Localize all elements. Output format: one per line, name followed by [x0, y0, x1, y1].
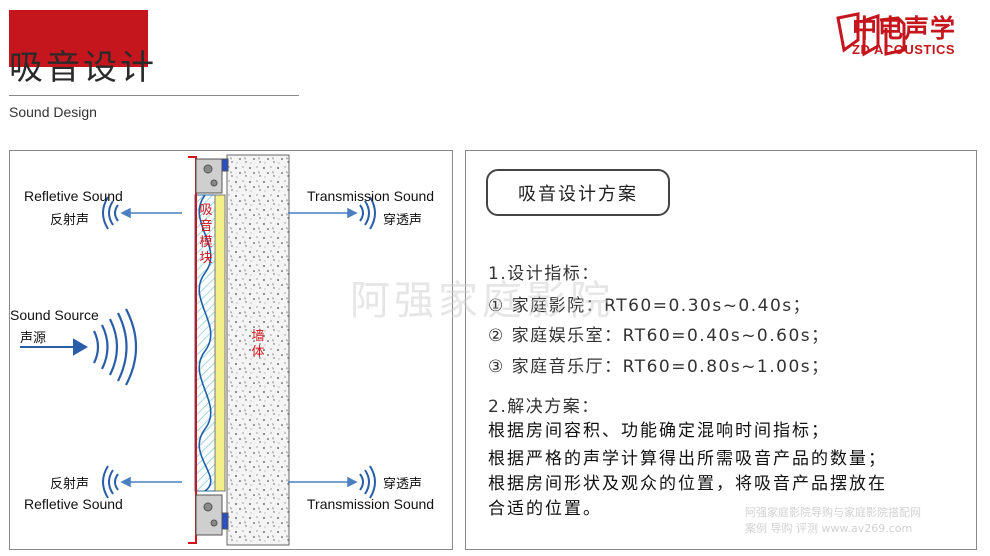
wave-reflect-bottom-icon [102, 465, 119, 499]
frame-edge [188, 156, 197, 544]
reflective-bottom-label-en: Refletive Sound [24, 496, 123, 512]
title-divider [9, 95, 299, 96]
reflective-top-label-en: Refletive Sound [24, 188, 123, 204]
sound-diagram-panel: Refletive Sound 反射声 Transmission Sound 穿… [9, 150, 453, 550]
solution-line: 根据房间容积、功能确定混响时间指标； [488, 421, 830, 441]
watermark-footer-line1: 阿强家庭影院导购与家庭影院搭配网 [745, 506, 921, 519]
wall-label: 墙体 [251, 329, 265, 360]
source-label-en: Sound Source [10, 307, 99, 323]
solution-line: 根据房间形状及观众的位置，将吸音产品摆放在 [488, 474, 887, 494]
module-backing [214, 194, 226, 492]
reflective-top-label-cn: 反射声 [50, 213, 90, 228]
transmission-top-label-cn: 穿透声 [383, 213, 423, 228]
reflective-bottom-label-cn: 反射声 [50, 477, 90, 492]
plan-title: 吸音设计方案 [486, 169, 670, 216]
sound-diagram [20, 154, 376, 546]
transmission-bottom-label-en: Transmission Sound [307, 496, 435, 512]
wave-transmit-top-icon [359, 196, 376, 230]
absorbed-wave [198, 194, 212, 492]
page-title: 吸音设计 [9, 48, 157, 88]
target-item: ③ 家庭音乐厅：RT60=0.80s~1.00s； [488, 357, 830, 377]
source-arrow [20, 338, 88, 356]
watermark-text: 阿强家庭影院 [350, 278, 614, 324]
top-fixing [195, 158, 229, 194]
target-item: ① 家庭影院：RT60=0.30s~0.40s； [488, 296, 812, 316]
transmission-bottom-label-cn: 穿透声 [383, 477, 423, 492]
logo-name-cn: 中电声学 [852, 14, 957, 43]
section-heading-solutions: 2.解决方案： [488, 397, 600, 417]
wave-reflect-top-icon [102, 196, 119, 230]
page-subtitle: Sound Design [9, 104, 97, 120]
wall-block [226, 154, 290, 546]
section-heading-targets: 1.设计指标： [488, 264, 600, 284]
module-label: 吸音 模块 [199, 203, 213, 266]
wave-source-icon [93, 308, 138, 386]
target-item: ② 家庭娱乐室：RT60=0.40s~0.60s； [488, 326, 830, 346]
logo-name-en: ZD ACOUSTICS [852, 42, 956, 57]
logo-mark-icon [836, 12, 906, 57]
solution-line: 根据严格的声学计算得出所需吸音产品的数量； [488, 449, 887, 469]
watermark-footer-line2: 案例 导购 评测 www.av269.com [745, 522, 913, 535]
solution-line: 合适的位置。 [488, 499, 602, 519]
wave-transmit-bottom-icon [359, 465, 376, 499]
transmission-top-label-en: Transmission Sound [307, 188, 435, 204]
header-accent-bar [9, 10, 148, 67]
source-label-cn: 声源 [20, 331, 47, 346]
design-plan-panel: 吸音设计方案 1.设计指标： ① 家庭影院：RT60=0.30s~0.40s； … [465, 150, 977, 550]
bottom-fixing [195, 494, 229, 536]
